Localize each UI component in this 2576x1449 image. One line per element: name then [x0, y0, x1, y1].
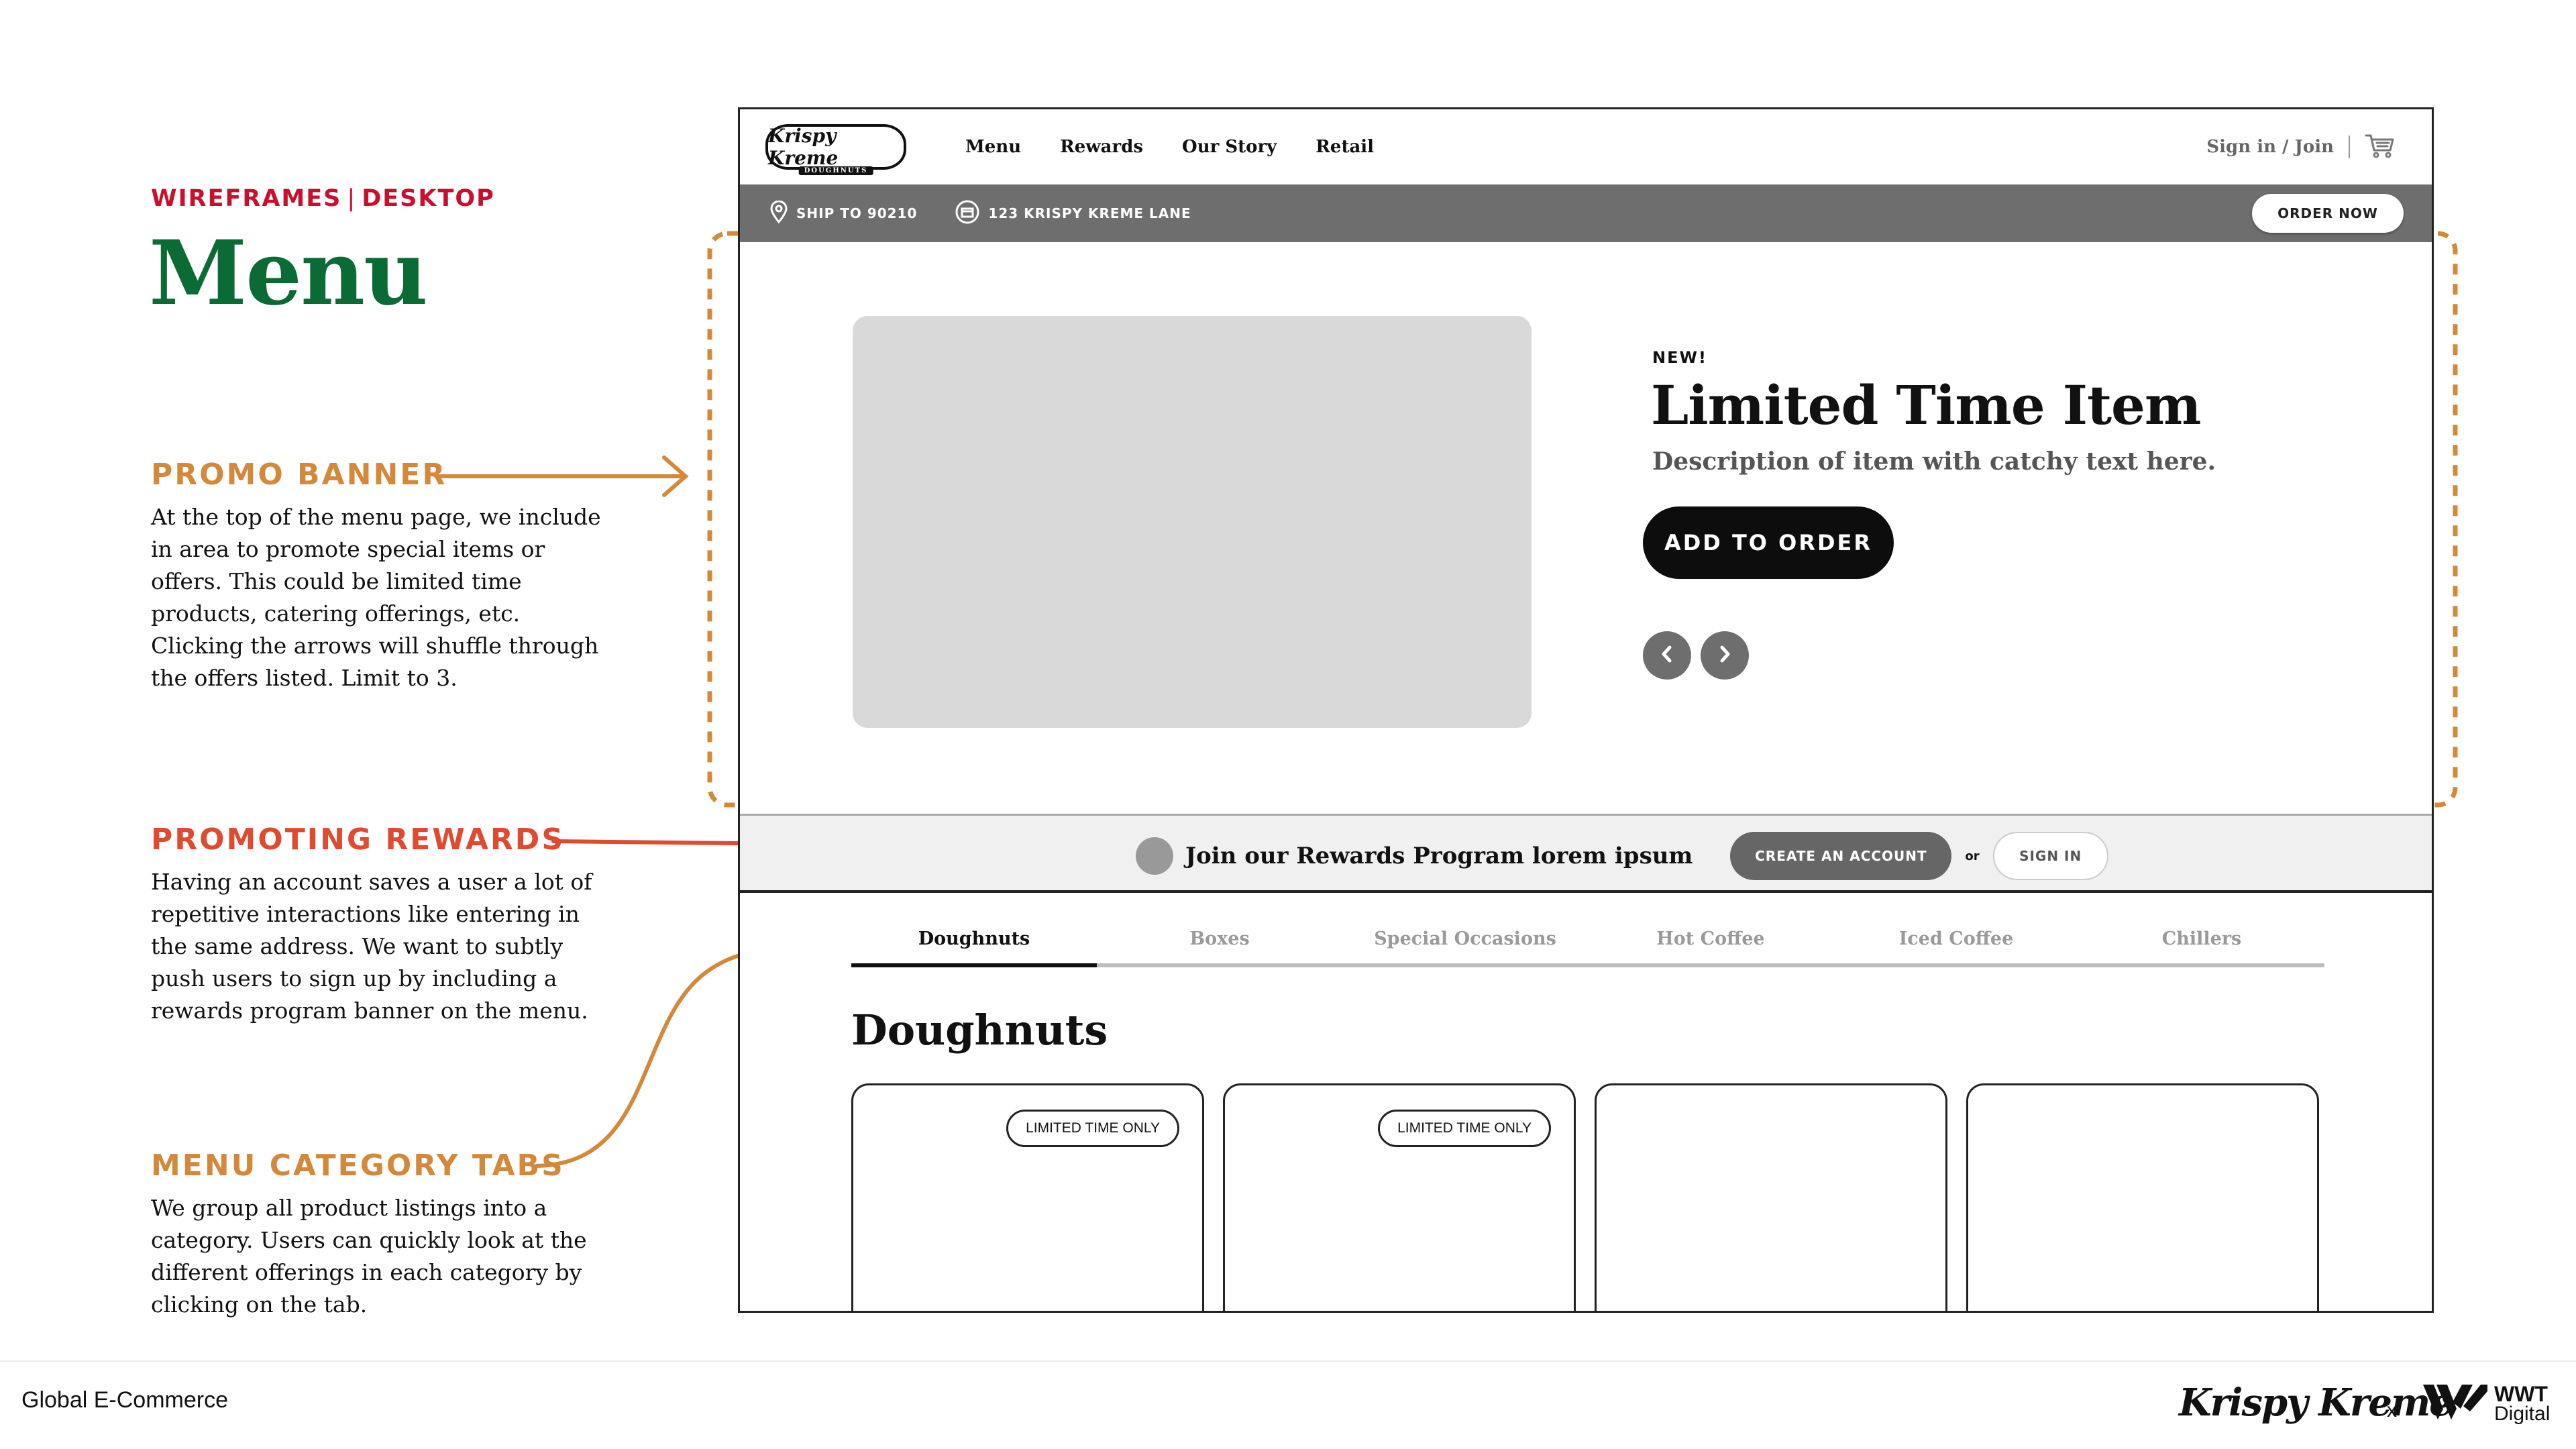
page-title: Menu	[149, 221, 428, 325]
wwt-name: WWT	[2494, 1381, 2548, 1406]
tab-chillers[interactable]: Chillers	[2161, 928, 2242, 949]
store-selector[interactable]: 123 KRISPY KREME LANE	[955, 199, 1191, 228]
cart-icon[interactable]	[2365, 133, 2394, 162]
product-card[interactable]: LIMITED TIME ONLY	[851, 1083, 1204, 1311]
annotation-body: Having an account saves a user a lot of …	[151, 869, 592, 1024]
store-icon	[955, 199, 980, 228]
nav-link-retail[interactable]: Retail	[1316, 137, 1375, 157]
annotation-body: We group all product listings into a cat…	[151, 1195, 587, 1318]
limited-time-badge: LIMITED TIME ONLY	[1006, 1110, 1179, 1147]
annotation-body: At the top of the menu page, we include …	[151, 504, 601, 691]
chevron-left-icon	[1659, 645, 1675, 667]
sign-in-join-link[interactable]: Sign in / Join	[2206, 137, 2334, 157]
annotation-title: PROMO BANNER	[151, 458, 447, 492]
nav-link-menu[interactable]: Menu	[965, 137, 1022, 157]
annotation-promoting-rewards: PROMOTING REWARDS Having an account save…	[151, 822, 621, 1027]
logo-text: Krispy Kreme	[768, 125, 839, 169]
wwt-mark-icon	[2423, 1382, 2487, 1426]
promo-image-placeholder	[853, 316, 1532, 728]
wwt-text: WWT Digital	[2494, 1381, 2551, 1425]
delivery-bar: SHIP TO 90210 123 KRISPY KREME LANE ORDE…	[740, 184, 2432, 242]
eyebrow-desktop: DESKTOP	[362, 185, 495, 212]
category-section-title: Doughnuts	[851, 1006, 1108, 1055]
create-account-button[interactable]: CREATE AN ACCOUNT	[1730, 832, 1952, 880]
promo-banner: NEW! Limited Time Item Description of it…	[740, 242, 2432, 814]
slide-footer: Global E-Commerce Krispy Kreme x WWT Dig…	[0, 1360, 2576, 1449]
store-label: 123 KRISPY KREME LANE	[988, 205, 1191, 221]
rewards-icon	[1136, 837, 1173, 875]
promo-title: Limited Time Item	[1651, 374, 2202, 437]
promo-arrow	[434, 455, 689, 497]
tab-doughnuts[interactable]: Doughnuts	[851, 912, 1097, 967]
section-eyebrow: WIREFRAMES|DESKTOP	[151, 185, 495, 212]
annotation-promo-banner: PROMO BANNER At the top of the menu page…	[151, 458, 607, 694]
tab-special-occasions[interactable]: Special Occasions	[1374, 928, 1556, 949]
wwt-digital-name: Digital	[2494, 1402, 2551, 1425]
menu-category-tabs: Doughnuts Boxes Special Occasions Hot Co…	[851, 912, 2324, 967]
rewards-content: Join our Rewards Program lorem ipsum CRE…	[1136, 832, 2108, 880]
promo-description: Description of item with catchy text her…	[1652, 447, 2216, 476]
krispy-kreme-logo: Krispy Kreme	[2179, 1381, 2453, 1425]
annotation-title: PROMOTING REWARDS	[151, 822, 566, 857]
tab-boxes[interactable]: Boxes	[1189, 928, 1250, 949]
limited-time-badge: LIMITED TIME ONLY	[1378, 1110, 1551, 1147]
eyebrow-separator: |	[347, 185, 357, 212]
rewards-banner: Join our Rewards Program lorem ipsum CRE…	[740, 814, 2432, 893]
footer-times: x	[2387, 1399, 2397, 1421]
nav-link-our-story[interactable]: Our Story	[1182, 137, 1277, 157]
eyebrow-wireframes: WIREFRAMES	[151, 185, 342, 212]
tab-iced-coffee[interactable]: Iced Coffee	[1898, 928, 2014, 949]
chevron-right-icon	[1717, 645, 1733, 667]
product-card[interactable]	[1595, 1083, 1947, 1311]
location-pin-icon	[769, 200, 788, 227]
annotation-menu-category-tabs: MENU CATEGORY TABS We group all product …	[151, 1148, 607, 1321]
ship-to-selector[interactable]: SHIP TO 90210	[769, 200, 918, 227]
logo-subtext: DOUGHNUTS	[798, 166, 873, 175]
rewards-text: Join our Rewards Program lorem ipsum	[1185, 843, 1693, 869]
add-to-order-button[interactable]: ADD TO ORDER	[1643, 506, 1894, 579]
promo-next-button[interactable]	[1701, 631, 1749, 680]
ship-to-label: SHIP TO 90210	[796, 205, 918, 221]
order-now-button[interactable]: ORDER NOW	[2252, 194, 2404, 233]
brand-logo[interactable]: Krispy Kreme DOUGHNUTS	[765, 124, 906, 175]
wwt-digital-logo: WWT Digital	[2423, 1382, 2550, 1426]
nav-link-rewards[interactable]: Rewards	[1060, 137, 1144, 157]
nav-links: Menu Rewards Our Story Retail	[965, 137, 1374, 157]
product-card[interactable]: LIMITED TIME ONLY	[1223, 1083, 1576, 1311]
tab-hot-coffee[interactable]: Hot Coffee	[1656, 928, 1765, 949]
nav-account: Sign in / Join	[2206, 109, 2394, 184]
product-card[interactable]	[1966, 1083, 2319, 1311]
rewards-sign-in-button[interactable]: SIGN IN	[1992, 832, 2108, 880]
rewards-or-label: or	[1965, 849, 1980, 863]
desktop-wireframe: Krispy Kreme DOUGHNUTS Menu Rewards Our …	[738, 107, 2434, 1313]
product-card-list: LIMITED TIME ONLY LIMITED TIME ONLY	[851, 1083, 2319, 1311]
annotation-title: MENU CATEGORY TABS	[151, 1148, 565, 1183]
top-nav: Krispy Kreme DOUGHNUTS Menu Rewards Our …	[740, 109, 2432, 184]
promo-new-label: NEW!	[1652, 348, 1707, 367]
footer-label: Global E-Commerce	[21, 1387, 228, 1413]
promo-prev-button[interactable]	[1643, 631, 1691, 680]
nav-divider	[2349, 136, 2350, 158]
